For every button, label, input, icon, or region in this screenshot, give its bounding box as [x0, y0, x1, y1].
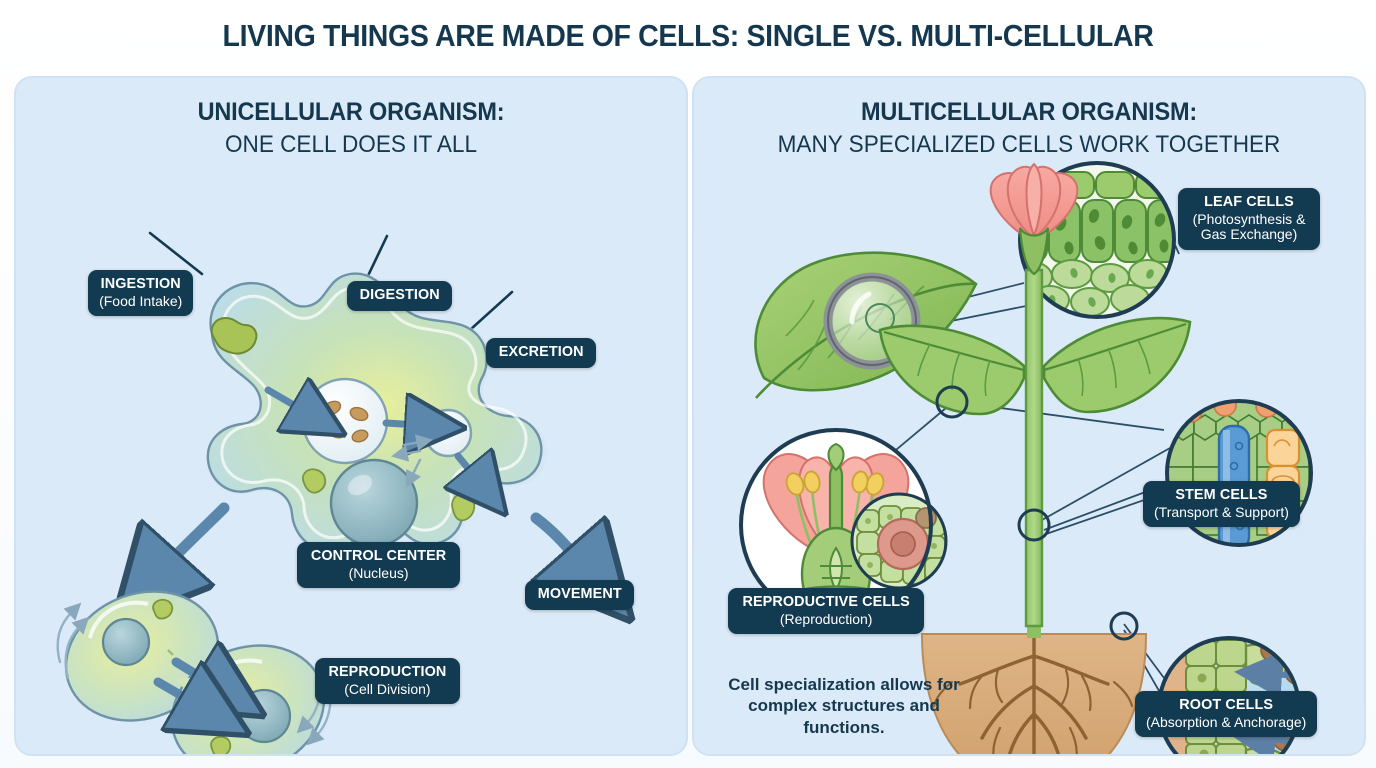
soil-and-roots — [920, 611, 1148, 754]
label-reproductive-cells[interactable]: REPRODUCTIVE CELLS (Reproduction) — [728, 588, 925, 635]
label-reproductive-cells-sub: (Reproduction) — [779, 610, 873, 627]
multicellular-illustration — [739, 161, 1313, 754]
label-stem-cells-sub: (Transport & Support) — [1154, 503, 1289, 520]
label-leaf-cells[interactable]: LEAF CELLS (Photosynthesis & Gas Exchang… — [1178, 188, 1320, 251]
panel-multicellular: MULTICELLULAR ORGANISM: MANY SPECIALIZED… — [692, 76, 1366, 756]
panel-heading-multicellular: MULTICELLULAR ORGANISM: MANY SPECIALIZED… — [694, 98, 1364, 159]
label-excretion[interactable]: EXCRETION — [486, 338, 597, 368]
label-reproduction[interactable]: REPRODUCTION (Cell Division) — [315, 658, 460, 705]
unicellular-illustration — [56, 231, 686, 754]
label-movement-title: MOVEMENT — [537, 585, 622, 602]
label-reproduction-sub: (Cell Division) — [344, 680, 431, 697]
panel-heading-line2: ONE CELL DOES IT ALL — [224, 131, 478, 158]
panel-heading-line2: MANY SPECIALIZED CELLS WORK TOGETHER — [777, 131, 1281, 158]
label-control-center-sub: (Nucleus) — [348, 564, 409, 581]
label-stem-cells[interactable]: STEM CELLS (Transport & Support) — [1143, 481, 1300, 528]
label-root-cells-sub: (Absorption & Anchorage) — [1146, 713, 1307, 730]
specialization-caption: Cell specialization allows for complex s… — [728, 675, 960, 737]
label-control-center-title: CONTROL CENTER — [310, 547, 447, 564]
label-root-cells[interactable]: ROOT CELLS (Absorption & Anchorage) — [1135, 691, 1318, 738]
panel-heading-unicellular: UNICELLULAR ORGANISM: ONE CELL DOES IT A… — [16, 98, 686, 159]
plant-illustration — [878, 162, 1192, 628]
label-digestion-title: DIGESTION — [359, 286, 440, 303]
label-leaf-cells-title: LEAF CELLS — [1204, 193, 1294, 210]
label-leaf-cells-sub: (Photosynthesis & Gas Exchange) — [1192, 210, 1306, 243]
label-ingestion-sub: (Food Intake) — [99, 292, 183, 309]
label-stem-cells-title: STEM CELLS — [1175, 486, 1268, 503]
label-root-cells-title: ROOT CELLS — [1179, 696, 1274, 713]
page-title: LIVING THINGS ARE MADE OF CELLS: SINGLE … — [222, 18, 1154, 53]
cell-division-illustration — [56, 590, 332, 754]
label-movement[interactable]: MOVEMENT — [525, 580, 635, 610]
label-digestion[interactable]: DIGESTION — [347, 281, 453, 311]
label-reproduction-title: REPRODUCTION — [328, 663, 447, 680]
label-reproductive-cells-title: REPRODUCTIVE CELLS — [742, 593, 910, 610]
panel-heading-line1: MULTICELLULAR ORGANISM: — [861, 98, 1197, 126]
label-excretion-title: EXCRETION — [498, 343, 584, 360]
panel-unicellular: UNICELLULAR ORGANISM: ONE CELL DOES IT A… — [14, 76, 688, 756]
label-ingestion[interactable]: INGESTION (Food Intake) — [88, 270, 194, 317]
label-ingestion-title: INGESTION — [100, 275, 181, 292]
panel-heading-line1: UNICELLULAR ORGANISM: — [197, 98, 505, 126]
label-control-center[interactable]: CONTROL CENTER (Nucleus) — [297, 542, 461, 589]
